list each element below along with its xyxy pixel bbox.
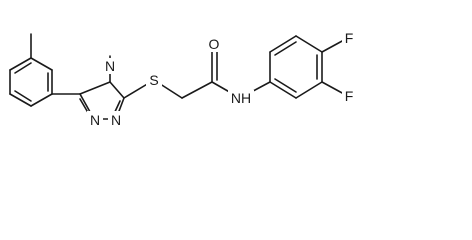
- atom-n4: N: [105, 58, 115, 74]
- ch2-carbonyl-bond: [181, 81, 213, 99]
- molecule-drawing: N N N S O NH F F: [9, 30, 354, 128]
- fluorine-4-bond: [321, 39, 345, 53]
- atom-fluorine-3: F: [345, 88, 354, 104]
- atom-n2: N: [111, 112, 121, 128]
- atom-sulfur: S: [149, 72, 158, 88]
- difluorophenyl-ring: [269, 35, 323, 99]
- atom-carbonyl-oxygen: O: [209, 36, 220, 52]
- tolyl-ring: [9, 57, 53, 107]
- atom-amide-nh: NH: [231, 90, 251, 106]
- atom-fluorine-4: F: [345, 30, 354, 46]
- atom-n1: N: [90, 112, 100, 128]
- fluorine-3-bond: [321, 81, 345, 95]
- structure-diagram: N N N S O NH F F: [9, 30, 354, 128]
